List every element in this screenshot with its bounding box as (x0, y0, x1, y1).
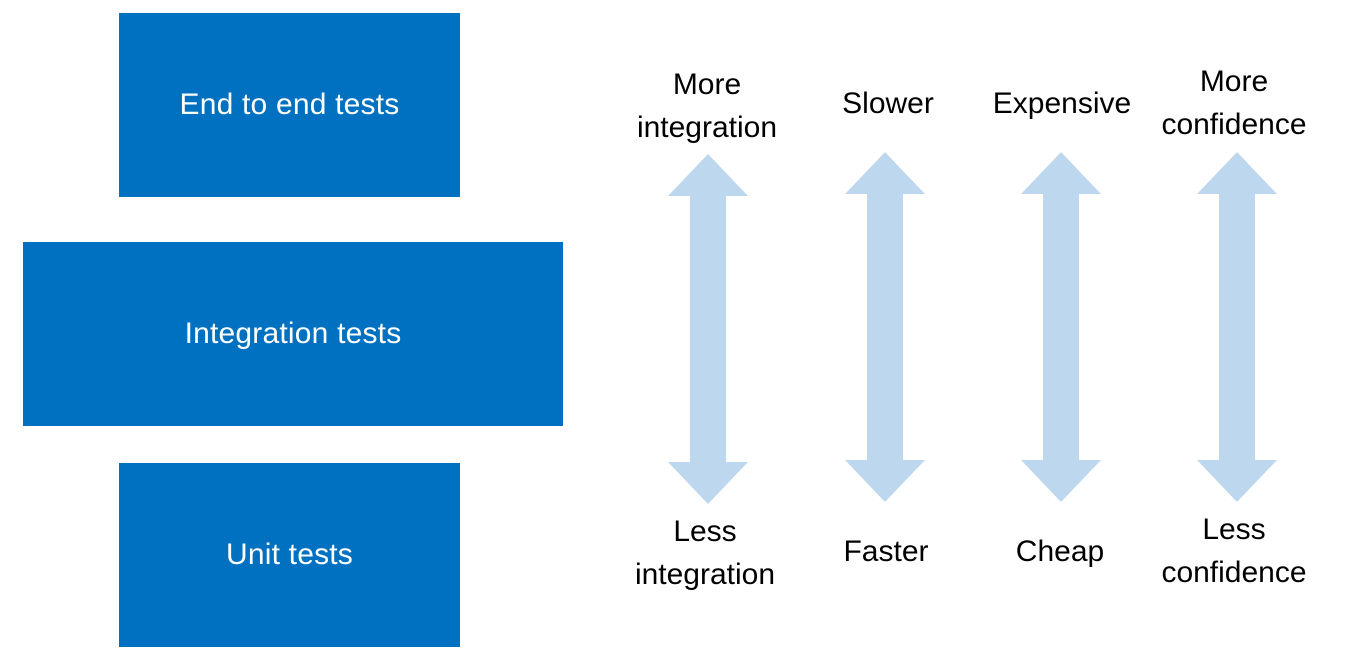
scale-cost-top-label: Expensive (992, 87, 1132, 120)
scale-speed-bottom-label: Faster (843, 535, 929, 568)
double-arrow-icon (1197, 152, 1277, 502)
integration-tests-box: Integration tests (23, 242, 563, 426)
end-to-end-tests-label: End to end tests (179, 88, 400, 121)
double-arrow-icon (668, 154, 748, 504)
double-arrow-icon (845, 152, 925, 502)
scale-confidence-bottom-label: Less confidence (1161, 513, 1307, 589)
unit-tests-label: Unit tests (225, 538, 354, 571)
end-to-end-tests-box: End to end tests (119, 13, 460, 197)
scale-speed-top-label: Slower (842, 87, 934, 120)
unit-tests-box: Unit tests (119, 463, 460, 647)
double-arrow-icon (1021, 152, 1101, 502)
integration-tests-label: Integration tests (184, 317, 402, 350)
scale-confidence-top-label: More confidence (1161, 65, 1307, 141)
scale-integration-top-label: More integration (636, 68, 778, 144)
scale-integration-bottom-label: Less integration (634, 515, 776, 591)
scale-cost-bottom-label: Cheap (1015, 535, 1105, 568)
